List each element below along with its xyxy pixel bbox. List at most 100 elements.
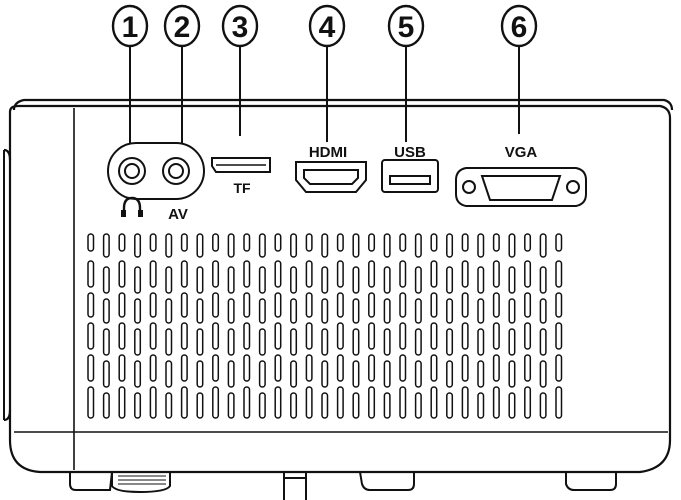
vent-slot: [227, 233, 235, 258]
vent-slot: [134, 233, 142, 258]
vent-slot: [414, 298, 422, 324]
port-hdmi: [295, 161, 367, 193]
vent-slot: [414, 266, 422, 294]
vent-slot: [196, 328, 204, 356]
vent-slot: [149, 322, 157, 350]
vent-slot: [290, 266, 298, 294]
vent-slot: [134, 328, 142, 356]
vent-slot: [336, 322, 344, 350]
vent-slot: [383, 392, 391, 419]
label-usb: USB: [394, 144, 426, 161]
vent-slot: [321, 298, 329, 324]
vent-slot: [321, 266, 329, 294]
vent-slot: [492, 354, 500, 382]
vent-slot: [492, 260, 500, 288]
vent-slot: [352, 360, 360, 388]
port-tf-slot: [211, 157, 271, 173]
vent-slot: [492, 233, 500, 252]
vent-slot: [414, 233, 422, 258]
vent-slot: [414, 392, 422, 419]
vent-slot: [212, 233, 220, 252]
vent-slot: [87, 260, 95, 288]
vent-slot: [352, 328, 360, 356]
vent-slot: [180, 233, 188, 252]
vent-slot: [539, 392, 547, 419]
vent-slot: [539, 298, 547, 324]
port-number: 1: [122, 11, 139, 44]
vent-slot: [368, 260, 376, 288]
callout-2: 2: [163, 4, 201, 143]
label-av: AV: [168, 206, 188, 223]
vent-slot: [180, 386, 188, 419]
vent-slot: [368, 386, 376, 419]
vent-slot: [290, 328, 298, 356]
vent-slot: [368, 233, 376, 252]
vent-slot: [102, 328, 110, 356]
vent-slot: [446, 233, 454, 258]
vent-slot: [430, 233, 438, 252]
vent-slot: [539, 328, 547, 356]
vent-slot: [368, 354, 376, 382]
vent-slot: [508, 360, 516, 388]
vent-slot: [134, 266, 142, 294]
vent-slot: [227, 266, 235, 294]
vent-slot: [87, 386, 95, 419]
vent-slot: [290, 392, 298, 419]
vent-slot: [212, 260, 220, 288]
vent-slot: [196, 392, 204, 419]
vent-slot: [165, 328, 173, 356]
vent-slot: [383, 360, 391, 388]
vent-slot: [555, 233, 563, 252]
vent-slot: [258, 360, 266, 388]
vent-slot: [290, 298, 298, 324]
vent-slot: [102, 298, 110, 324]
vent-slot: [446, 266, 454, 294]
vent-slot: [212, 354, 220, 382]
vent-slot: [399, 233, 407, 252]
vent-slot: [118, 292, 126, 318]
vent-slot: [227, 392, 235, 419]
vent-slot: [180, 260, 188, 288]
vent-slot: [524, 292, 532, 318]
vent-slot: [477, 392, 485, 419]
vent-slot: [492, 322, 500, 350]
vent-slot: [321, 233, 329, 258]
vent-slot: [274, 233, 282, 252]
port-number: 5: [398, 11, 415, 44]
vent-slot: [118, 260, 126, 288]
vent-slot: [508, 392, 516, 419]
port-vga: [455, 167, 587, 207]
vent-slot: [477, 328, 485, 356]
vent-slot: [165, 392, 173, 419]
callout-3: 3: [221, 4, 259, 136]
label-vga: VGA: [505, 144, 538, 161]
vent-slot: [430, 322, 438, 350]
vent-slot: [477, 360, 485, 388]
callout-4: 4: [308, 4, 346, 142]
vent-slot: [149, 292, 157, 318]
vent-slot: [461, 386, 469, 419]
port-av: [162, 157, 190, 185]
vent-slot: [212, 386, 220, 419]
vent-slot: [87, 292, 95, 318]
vent-slot: [149, 386, 157, 419]
vent-slot: [336, 386, 344, 419]
vent-slot: [290, 360, 298, 388]
port-headphone: [107, 142, 205, 200]
vent-slot: [165, 298, 173, 324]
vent-slot: [336, 260, 344, 288]
vent-slot: [180, 322, 188, 350]
vent-slot: [165, 233, 173, 258]
vent-slot: [539, 266, 547, 294]
vent-slot: [243, 292, 251, 318]
vent-slot: [258, 233, 266, 258]
vent-slot: [555, 386, 563, 419]
vent-slot: [461, 322, 469, 350]
vent-slot: [321, 328, 329, 356]
vent-slot: [539, 360, 547, 388]
label-tf: TF: [233, 180, 251, 196]
vent-slot: [555, 354, 563, 382]
vent-slot: [352, 298, 360, 324]
vent-slot: [508, 233, 516, 258]
vent-slot: [399, 322, 407, 350]
